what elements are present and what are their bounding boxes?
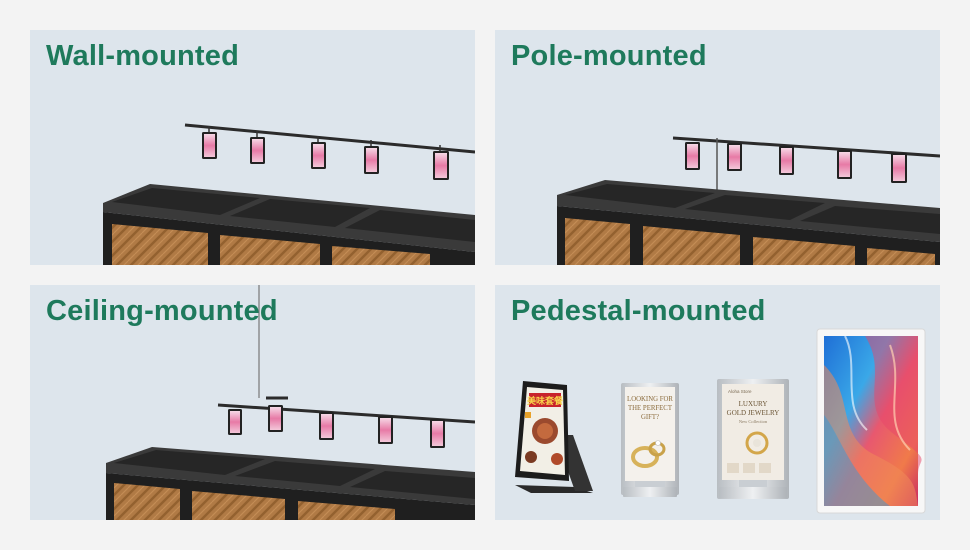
perfect-gift-display: LOOKING FOR THE PERFECT GIFT? xyxy=(621,383,679,497)
wall-mounted-panel: Wall-mounted xyxy=(30,30,475,265)
ceiling-mounted-panel: Ceiling-mounted xyxy=(30,285,475,520)
ceiling-mounted-scene xyxy=(106,285,475,520)
gift-line-2: THE PERFECT xyxy=(628,405,673,412)
jewelry-brand: Aloha Store xyxy=(728,389,752,394)
pedestal-mounted-scene: 美味套餐 LOOKING FOR THE PERFECT GIFT? Aloha… xyxy=(515,328,926,514)
wall-mounted-scene xyxy=(103,123,475,265)
panel-title: Pole-mounted xyxy=(511,40,707,72)
gift-line-1: LOOKING FOR xyxy=(627,396,673,403)
jewelry-line-2: GOLD JEWELRY xyxy=(727,409,780,417)
tilted-menu-display: 美味套餐 xyxy=(515,381,593,493)
produce-counter xyxy=(557,180,940,265)
mounting-rail xyxy=(184,123,475,154)
shelf-displays xyxy=(202,126,449,180)
panel-title: Wall-mounted xyxy=(46,40,240,72)
panel-title: Pedestal-mounted xyxy=(511,295,766,327)
menu-headline: 美味套餐 xyxy=(527,395,564,407)
shelf-displays xyxy=(685,142,907,183)
produce-counter xyxy=(106,447,475,520)
jewelry-subtitle: New Collection xyxy=(739,419,768,424)
produce-counter xyxy=(103,184,475,265)
pole-mounted-scene xyxy=(557,136,940,265)
pole-mounted-panel: Pole-mounted xyxy=(495,30,940,265)
luxury-jewelry-display: Aloha Store LUXURY GOLD JEWELRY New Coll… xyxy=(717,379,789,499)
gift-line-3: GIFT? xyxy=(641,414,659,421)
mounting-rail xyxy=(217,396,475,424)
jewelry-line-1: LUXURY xyxy=(739,400,768,408)
panel-title: Ceiling-mounted xyxy=(46,295,278,327)
large-abstract-display xyxy=(816,328,926,514)
pedestal-mounted-panel: Pedestal-mounted 美味套餐 LOOKING FOR THE PE… xyxy=(495,285,940,520)
shelf-displays xyxy=(228,405,445,448)
